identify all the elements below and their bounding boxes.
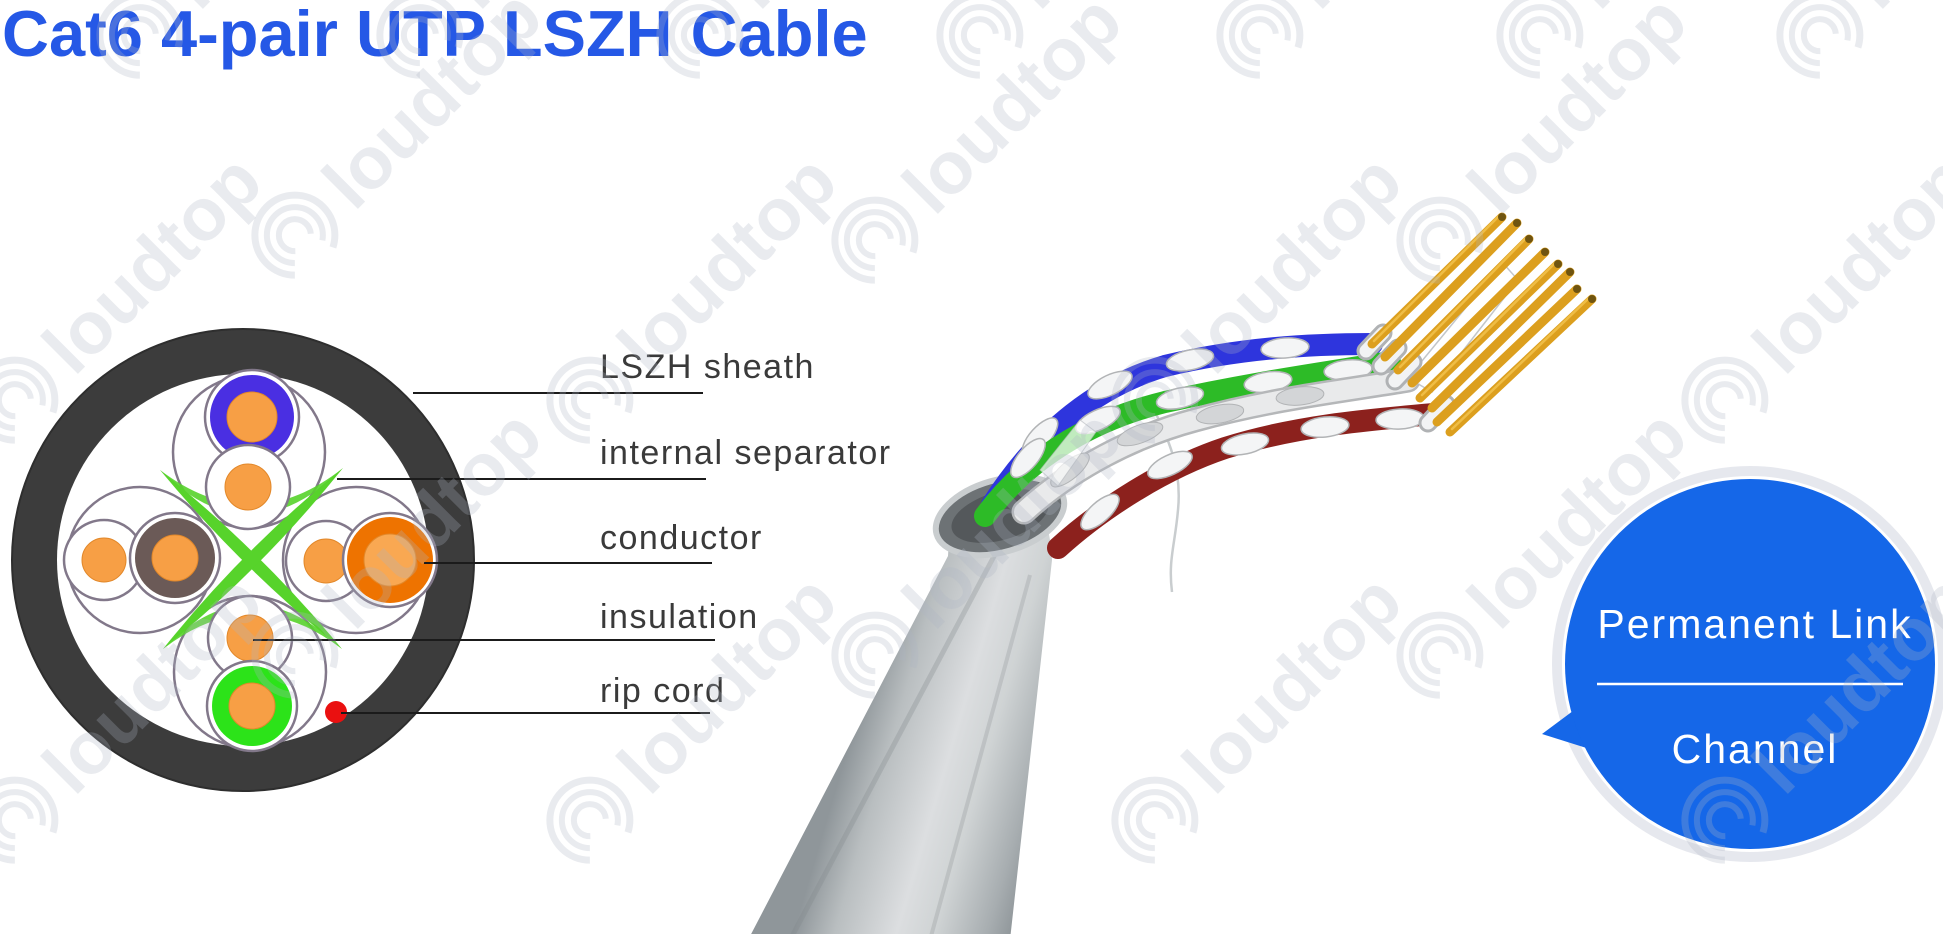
rip-cord-dot	[325, 701, 347, 723]
cable-cross-section	[11, 328, 475, 792]
label-conductor: conductor	[600, 519, 763, 557]
cable-3d-render	[751, 212, 1597, 934]
callout-circle	[1565, 479, 1935, 849]
internal-separator-cross	[160, 468, 343, 649]
callout-permanent-link: Permanent Link	[1597, 601, 1913, 647]
label-insulation: insulation	[600, 598, 759, 636]
copper-conductors	[1367, 212, 1597, 437]
label-internal-separator: internal separator	[600, 434, 892, 472]
label-lszh-sheath: LSZH sheath	[600, 348, 815, 386]
callout-channel: Channel	[1671, 726, 1839, 772]
callout-bubble	[1542, 466, 1943, 862]
twisted-pairs	[974, 333, 1445, 559]
cable-sheath-3d	[751, 480, 1052, 934]
label-leader-lines	[253, 392, 715, 714]
wires	[62, 368, 439, 753]
label-rip-cord: rip cord	[600, 672, 726, 710]
page-title: Cat6 4-pair UTP LSZH Cable	[2, 0, 868, 70]
